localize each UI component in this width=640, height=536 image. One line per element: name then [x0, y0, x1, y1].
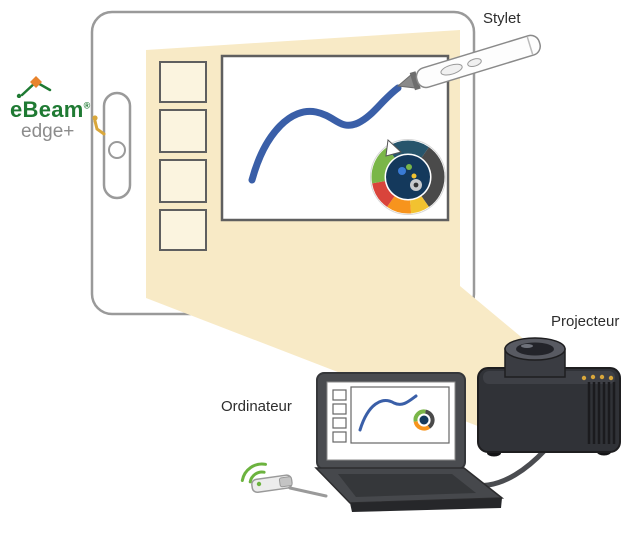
- toolbar-button-3: [159, 159, 207, 203]
- laptop-keyboard: [338, 474, 476, 497]
- stylus-label: Stylet: [483, 10, 521, 27]
- wheel-dot-silver-core: [413, 182, 419, 188]
- mini-wheel-green: [413, 409, 426, 422]
- laptop: [314, 372, 505, 512]
- lens-glass: [516, 342, 554, 356]
- wheel-segment-orange: [387, 196, 412, 214]
- projector-lens: [504, 337, 566, 378]
- receiver-bar: [92, 91, 132, 200]
- stylus-endcap-line: [526, 36, 534, 55]
- pointer-arrow: [385, 138, 403, 157]
- wheel-dot-green: [406, 164, 412, 170]
- projector: [477, 337, 621, 457]
- laptop-mini-toolbar: [332, 389, 347, 443]
- receiver-button: [108, 141, 126, 159]
- projector-label: Projecteur: [551, 313, 620, 330]
- wheel-dot-blue: [398, 167, 406, 175]
- mini-toolbar-button: [332, 403, 347, 415]
- stylus-button-small: [467, 58, 482, 68]
- brand-icon-dot: [16, 93, 22, 98]
- stylus-button-large: [440, 63, 463, 76]
- stylus-ring: [409, 71, 421, 91]
- stylus-pen: [396, 34, 541, 91]
- usb-receiver: [251, 474, 293, 494]
- connector-plug: [92, 115, 98, 121]
- toolbar-button-4: [159, 209, 207, 251]
- mini-wheel-orange: [413, 420, 431, 431]
- mini-toolbar-button: [332, 417, 347, 429]
- mini-color-wheel: [413, 409, 435, 431]
- mini-toolbar-button: [332, 431, 347, 443]
- laptop-front-edge: [350, 498, 502, 512]
- mini-wheel-center: [419, 415, 429, 425]
- brand-icon-diamond: [30, 76, 42, 88]
- mini-wheel-dark: [424, 409, 435, 429]
- ebeam-brand-icon: [16, 76, 52, 98]
- connector-cable-yellow: [93, 119, 106, 136]
- brand-model: edge+: [21, 121, 75, 143]
- color-wheel-widget: [370, 138, 446, 215]
- projector-indicator-dots: [581, 374, 614, 381]
- toolbar-button-2: [159, 109, 207, 153]
- projector-vents: [587, 382, 616, 444]
- brand-logo: eBeam® edge+: [10, 74, 130, 143]
- brand-name: eBeam®: [10, 97, 91, 122]
- mini-drawing-curve: [358, 394, 418, 432]
- wifi-signal-icon: [240, 462, 267, 484]
- wheel-segment-red: [372, 180, 395, 207]
- wheel-center: [386, 155, 430, 199]
- drawing-curve: [248, 84, 402, 184]
- wheel-dot-yellow: [411, 173, 417, 179]
- toolbar-buttons: [159, 61, 207, 251]
- usb-cable: [288, 486, 328, 498]
- computer-label: Ordinateur: [221, 398, 292, 415]
- wheel-segment-yellow: [409, 196, 429, 214]
- wheel-segment-dark: [421, 147, 445, 207]
- toolbar-button-1: [159, 61, 207, 103]
- mini-toolbar-button: [332, 389, 347, 401]
- lens-highlight: [521, 344, 533, 348]
- usb-plug: [278, 476, 293, 488]
- registered-mark: ®: [83, 100, 91, 111]
- wifi-signal-dot: [256, 481, 262, 487]
